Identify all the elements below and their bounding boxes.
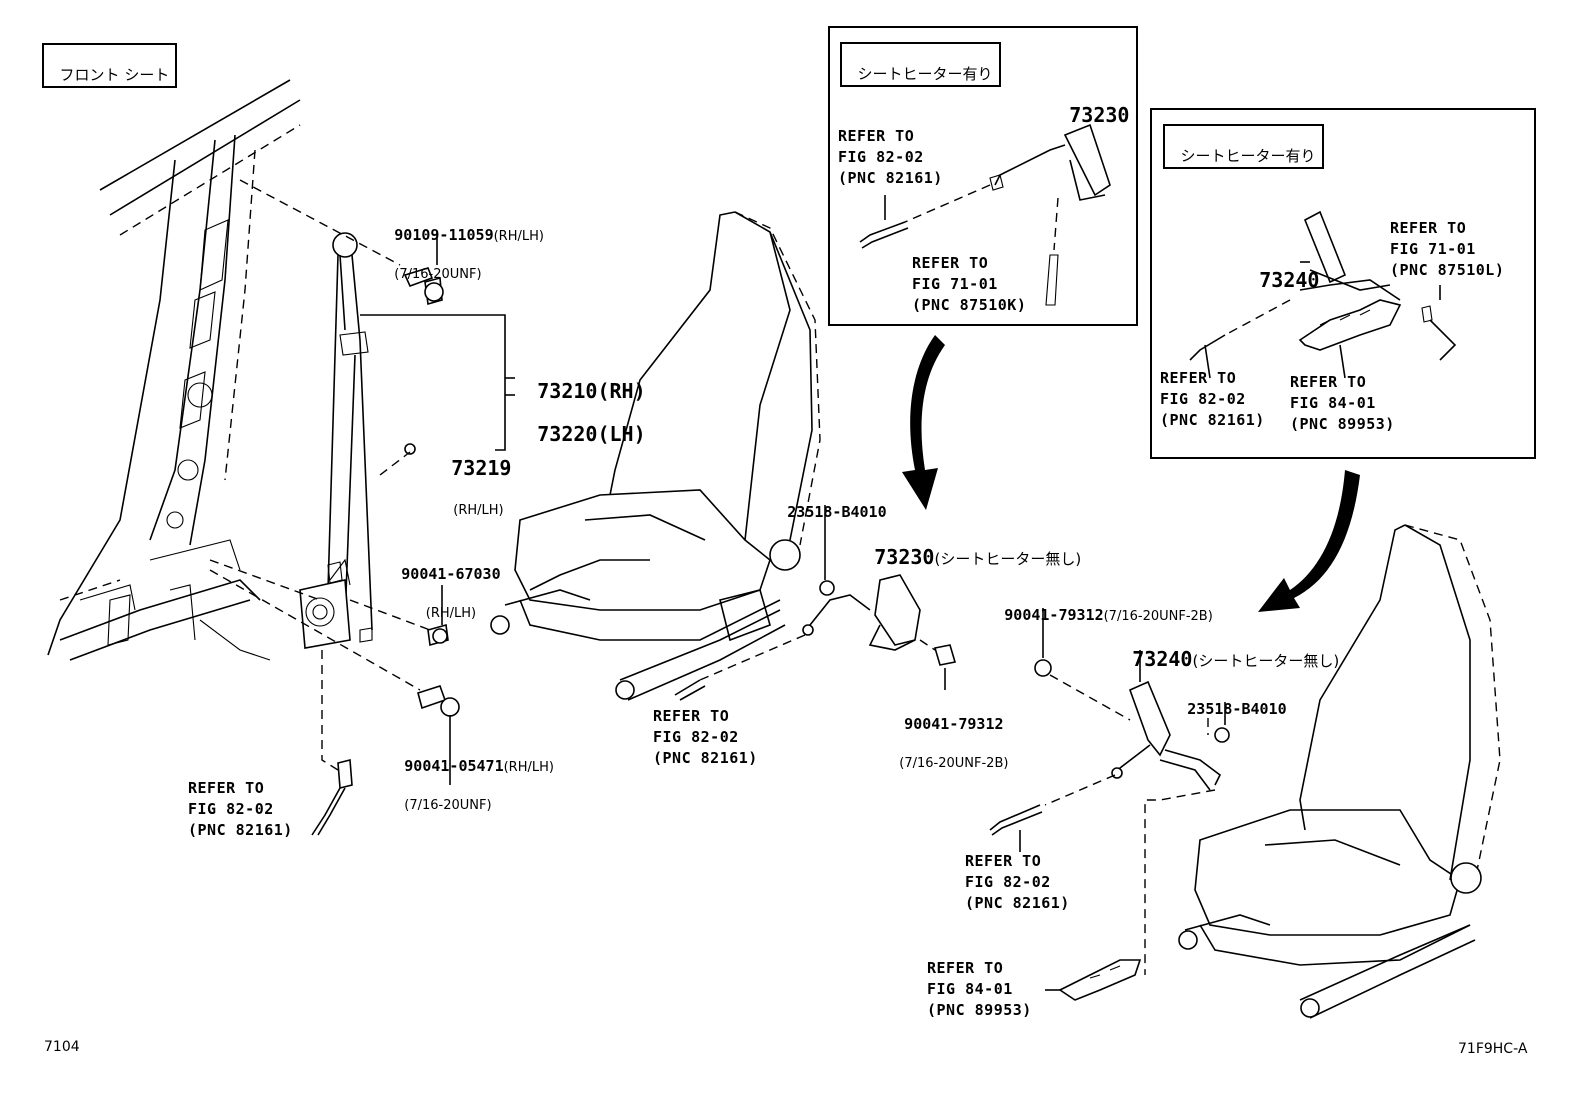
reference-block-82-02-right: REFER TO FIG 82-02 (PNC 82161) bbox=[965, 851, 1070, 914]
heater-variant-panel-2 bbox=[1150, 108, 1536, 459]
callout-73219: 73219 (RH/LH) bbox=[432, 437, 511, 518]
part-number: 90041-05471 bbox=[404, 757, 504, 775]
ref-line: FIG 71-01 bbox=[912, 275, 998, 293]
callout-90041-79312-b: 90041-79312(7/16-20UNF-2B) bbox=[985, 586, 1213, 624]
part-number: 23518-B4010 bbox=[1187, 700, 1287, 718]
ref-line: FIG 82-02 bbox=[838, 148, 924, 166]
leader-lines-left bbox=[209, 179, 515, 785]
front-seat-right bbox=[1178, 524, 1501, 1019]
part-number: 73219 bbox=[451, 456, 512, 480]
buckle-73240 bbox=[989, 608, 1230, 1001]
ref-line: REFER TO bbox=[965, 852, 1042, 870]
ref-line: (PNC 82161) bbox=[965, 894, 1070, 912]
ref-line: (PNC 82161) bbox=[1160, 411, 1265, 429]
section-label-text: フロント シート bbox=[59, 66, 170, 84]
section-label-front-seat: フロント シート bbox=[42, 43, 178, 88]
ref-line: (PNC 89953) bbox=[927, 1001, 1032, 1019]
cable-82161-left bbox=[311, 758, 353, 836]
callout-23518-b4010-a: 23518-B4010 bbox=[768, 483, 887, 521]
part-note: (RH/LH) bbox=[453, 503, 504, 518]
heater-panel-1-label-text: シートヒーター有り bbox=[857, 65, 993, 83]
ref-line: FIG 71-01 bbox=[1390, 240, 1476, 258]
ref-line: REFER TO bbox=[1160, 369, 1237, 387]
ref-line: FIG 84-01 bbox=[1290, 394, 1376, 412]
ref-line: FIG 84-01 bbox=[927, 980, 1013, 998]
part-number: 90041-67030 bbox=[401, 565, 501, 583]
part-spec: (7/16-20UNF) bbox=[394, 267, 482, 282]
callout-23518-b4010-b: 23518-B4010 bbox=[1168, 680, 1287, 718]
bolt-90041-05471 bbox=[417, 685, 460, 717]
ref-line: REFER TO bbox=[838, 127, 915, 145]
ref-line: (PNC 82161) bbox=[653, 749, 758, 767]
part-note: (RH/LH) bbox=[493, 229, 544, 244]
box2-heater-buckle bbox=[1189, 210, 1457, 379]
heater-panel-2-label: シートヒーター有り bbox=[1163, 124, 1324, 169]
seat-belt-assembly-73210 bbox=[299, 232, 373, 649]
reference-block-82-02-left: REFER TO FIG 82-02 (PNC 82161) bbox=[188, 778, 293, 841]
ref-line: FIG 82-02 bbox=[188, 800, 274, 818]
ref-line: REFER TO bbox=[927, 959, 1004, 977]
callout-73230-no-heater: 73230(シートヒーター無し) bbox=[855, 526, 1081, 569]
part-spec: (7/16-20UNF-2B) bbox=[1103, 609, 1213, 624]
heater-panel-2-label-text: シートヒーター有り bbox=[1180, 147, 1316, 165]
part-note: (RH/LH) bbox=[425, 606, 477, 621]
front-seat-center bbox=[490, 211, 821, 701]
part-number: 73230 bbox=[874, 545, 935, 569]
ref-line: REFER TO bbox=[1390, 219, 1467, 237]
callout-73240-heater: 73240 bbox=[1240, 249, 1319, 292]
ref-line: REFER TO bbox=[188, 779, 265, 797]
reference-block-71-01-box1: REFER TO FIG 71-01 (PNC 87510K) bbox=[912, 253, 1026, 316]
part-number: 73240 bbox=[1259, 268, 1320, 292]
part-number: 90041-79312 bbox=[1004, 606, 1104, 624]
callout-73240-no-heater: 73240(シートヒーター無し) bbox=[1113, 628, 1339, 671]
ref-line: REFER TO bbox=[912, 254, 989, 272]
callout-90041-05471: 90041-05471(RH/LH) (7/16-20UNF) bbox=[385, 737, 554, 813]
body-pillar-structure bbox=[47, 79, 301, 661]
part-spec: (7/16-20UNF-2B) bbox=[899, 756, 1009, 771]
ref-line: REFER TO bbox=[1290, 373, 1367, 391]
reference-block-82-02-center: REFER TO FIG 82-02 (PNC 82161) bbox=[653, 706, 758, 769]
part-number: 23518-B4010 bbox=[787, 503, 887, 521]
part-number: 90041-79312 bbox=[904, 715, 1004, 733]
heater-panel-1-label: シートヒーター有り bbox=[840, 42, 1001, 87]
ref-line: (PNC 87510L) bbox=[1390, 261, 1505, 279]
callout-90109-11059: 90109-11059(RH/LH) (7/16-20UNF) bbox=[375, 206, 544, 282]
buckle-73230 bbox=[674, 505, 957, 701]
bolt-90041-67030 bbox=[427, 623, 449, 647]
heater-variant-panel-1 bbox=[828, 26, 1138, 326]
part-number: 73240 bbox=[1132, 647, 1193, 671]
ref-line: (PNC 89953) bbox=[1290, 415, 1395, 433]
ref-line: (PNC 82161) bbox=[188, 821, 293, 839]
callout-73230-heater: 73230 bbox=[1050, 84, 1129, 127]
ref-line: FIG 82-02 bbox=[965, 873, 1051, 891]
part-number-rh: 73210(RH) bbox=[537, 379, 646, 403]
callout-90041-67030: 90041-67030 (RH/LH) bbox=[382, 545, 501, 621]
callout-90041-79312-a: 90041-79312 (7/16-20UNF-2B) bbox=[880, 695, 1008, 771]
illustration-code: 71F9HC-A bbox=[1458, 1041, 1528, 1057]
reference-block-82-02-box1: REFER TO FIG 82-02 (PNC 82161) bbox=[838, 126, 943, 189]
part-spec: (7/16-20UNF) bbox=[404, 798, 492, 813]
reference-block-84-01-right: REFER TO FIG 84-01 (PNC 89953) bbox=[927, 958, 1032, 1021]
ref-line: (PNC 87510K) bbox=[912, 296, 1027, 314]
part-note: (シートヒーター無し) bbox=[934, 550, 1082, 568]
clip-73219 bbox=[404, 443, 416, 455]
part-note: (シートヒーター無し) bbox=[1192, 652, 1340, 670]
ref-line: REFER TO bbox=[653, 707, 730, 725]
direction-arrows bbox=[902, 335, 1360, 612]
reference-block-71-01-box2: REFER TO FIG 71-01 (PNC 87510L) bbox=[1390, 218, 1504, 281]
reference-block-84-01-box2: REFER TO FIG 84-01 (PNC 89953) bbox=[1290, 372, 1395, 435]
part-number: 73230 bbox=[1069, 103, 1130, 127]
part-number: 90109-11059 bbox=[394, 226, 494, 244]
bolt-90109 bbox=[403, 267, 444, 306]
ref-line: FIG 82-02 bbox=[1160, 390, 1246, 408]
reference-block-82-02-box2: REFER TO FIG 82-02 (PNC 82161) bbox=[1160, 368, 1265, 431]
part-note: (RH/LH) bbox=[503, 760, 554, 775]
ref-line: (PNC 82161) bbox=[838, 169, 943, 187]
ref-line: FIG 82-02 bbox=[653, 728, 739, 746]
part-number-lh: 73220(LH) bbox=[537, 422, 646, 446]
box1-heater-buckle bbox=[859, 123, 1111, 306]
page-number: 7104 bbox=[44, 1039, 80, 1055]
callout-73210-73220: 73210(RH) 73220(LH) bbox=[518, 360, 646, 446]
